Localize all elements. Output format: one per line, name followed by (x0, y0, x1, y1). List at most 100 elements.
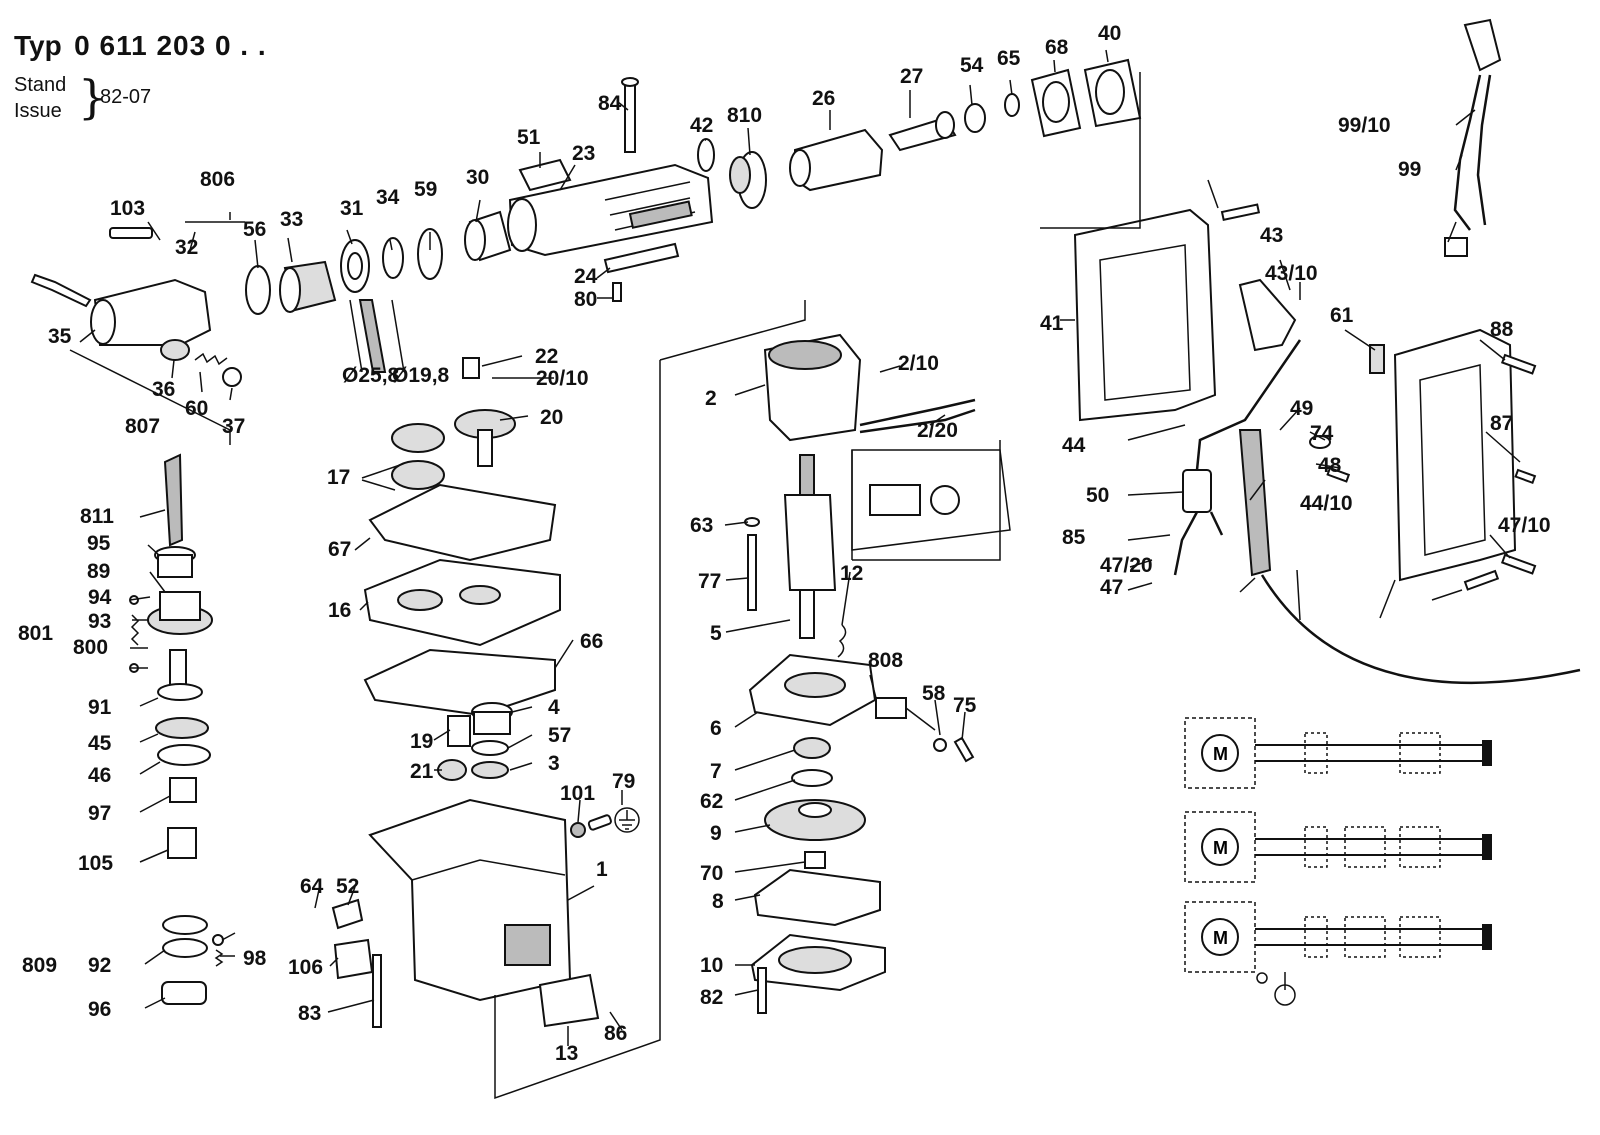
part-label: 3 (548, 752, 560, 775)
part-89-gear (147, 591, 213, 635)
part-label: 105 (78, 852, 113, 875)
part-60-37-spring-screw (194, 352, 242, 387)
part-label: 23 (572, 142, 595, 165)
switch-symbol-icon (1304, 826, 1328, 868)
part-58-75-screw (933, 736, 975, 763)
part-99-switch-wiring (1444, 18, 1502, 257)
part-label: 1 (596, 858, 608, 881)
part-67-gasket (368, 483, 557, 562)
switch-symbol-icon (1399, 916, 1441, 958)
part-label: Ø25,8 (342, 364, 400, 387)
part-label: 83 (298, 1002, 321, 1025)
bit-diameters-icon (349, 299, 405, 373)
part-label: 43/10 (1265, 262, 1318, 285)
switch-symbol-icon (1304, 916, 1328, 958)
part-30-bushing (464, 210, 512, 262)
part-label: 6 (710, 717, 722, 740)
part-label: 9 (710, 822, 722, 845)
part-label: 13 (555, 1042, 578, 1065)
part-label: 20/10 (536, 367, 589, 390)
part-label: 47/10 (1498, 514, 1551, 537)
part-label: 49 (1290, 397, 1313, 420)
part-54-65-seals (964, 93, 1020, 133)
part-label: 99 (1398, 158, 1421, 181)
motor-symbol-icon (1201, 734, 1239, 772)
part-13-cover (538, 973, 600, 1028)
part-22-sleeve (462, 357, 480, 379)
part-42-ring (697, 138, 715, 172)
motor-label: M (1213, 838, 1228, 858)
part-27-pin (888, 111, 957, 152)
part-label: 43 (1260, 224, 1283, 247)
switch-symbol-icon (1304, 732, 1328, 774)
typ-number: 0 611 203 0 . . (74, 30, 267, 61)
part-label: 32 (175, 236, 198, 259)
part-808-brush-holder (875, 697, 936, 731)
plug-terminal (1482, 834, 1492, 860)
part-47-power-cable (1260, 574, 1581, 685)
part-48-cable-sleeve (1238, 429, 1272, 577)
part-label: 89 (87, 560, 110, 583)
part-810-gear (729, 151, 767, 209)
part-label: 12 (840, 562, 863, 585)
part-label: 92 (88, 954, 111, 977)
part-31-34-59-rings (340, 228, 443, 293)
part-label: 101 (560, 782, 595, 805)
part-label: 801 (18, 622, 53, 645)
part-23-barrel-housing (507, 163, 714, 257)
part-93-94-spring-balls (129, 595, 140, 673)
part-97-nut (169, 777, 197, 803)
ground-terminal (1256, 972, 1268, 984)
part-label: 19 (410, 730, 433, 753)
part-95-collar (154, 546, 196, 578)
part-label: 809 (22, 954, 57, 977)
part-label: 36 (152, 378, 175, 401)
part-label: 52 (336, 875, 359, 898)
part-label: 37 (222, 415, 245, 438)
part-label: 74 (1310, 422, 1334, 445)
part-20-gear (454, 409, 516, 467)
part-label: 27 (900, 65, 923, 88)
part-label: 811 (80, 505, 114, 528)
part-label: 17 (327, 466, 350, 489)
part-label: 10 (700, 954, 723, 977)
part-103-screw (109, 227, 153, 239)
part-label: 82 (700, 986, 723, 1009)
part-label: 50 (1086, 484, 1109, 507)
part-83-screw (372, 954, 382, 1028)
part-6-end-plate (748, 653, 877, 727)
part-label: 22 (535, 345, 558, 368)
part-label: 806 (200, 168, 235, 191)
part-82-screw-top (1220, 203, 1261, 222)
ground-symbol-icon (614, 807, 640, 833)
part-label: 65 (997, 47, 1021, 70)
issue-date: 82-07 (100, 86, 152, 108)
stand-label: Stand (14, 74, 67, 96)
part-label: 4 (548, 696, 560, 719)
wiring-schematics: MMM (1184, 717, 1492, 1006)
part-label: 31 (340, 197, 364, 220)
part-label: 51 (517, 126, 541, 149)
plug-terminal (1482, 740, 1492, 766)
part-label: 85 (1062, 526, 1086, 549)
part-label: 67 (328, 538, 351, 561)
part-56-ring (245, 265, 271, 315)
part-label: 45 (88, 732, 112, 755)
part-24-bar (603, 242, 680, 274)
part-9-fan (764, 799, 866, 841)
part-label: 66 (580, 630, 603, 653)
part-label: 75 (953, 694, 977, 717)
part-label: 60 (185, 397, 208, 420)
plug-terminal (1482, 924, 1492, 950)
part-label: 87 (1490, 412, 1513, 435)
part-label: 54 (960, 54, 984, 77)
part-19-21-4-57-3-bearings (437, 702, 513, 781)
part-label: 77 (698, 570, 721, 593)
schematic-frame (1184, 717, 1256, 789)
part-52-106-plates (331, 898, 374, 980)
part-61-block (1369, 344, 1385, 374)
switch-symbol-icon (1344, 916, 1386, 958)
part-5-armature (783, 454, 837, 639)
part-43-switch (1238, 278, 1297, 352)
